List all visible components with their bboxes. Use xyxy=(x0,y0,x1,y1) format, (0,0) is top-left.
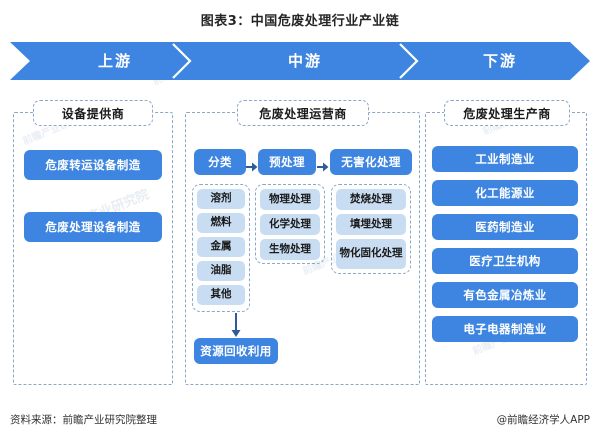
pretreatment-item[interactable]: 物理处理 xyxy=(260,189,320,210)
upstream-box-1[interactable]: 危废转运设备制造 xyxy=(24,150,162,180)
banner-arrow-shape xyxy=(10,42,590,80)
downstream-header: 危废处理生产商 xyxy=(444,100,570,126)
midstream-stage-pretreatment[interactable]: 预处理 xyxy=(258,149,316,175)
downstream-box-3[interactable]: 医药制造业 xyxy=(432,214,578,240)
upstream-box-2[interactable]: 危废处理设备制造 xyxy=(24,212,162,242)
classification-item[interactable]: 油脂 xyxy=(197,261,245,281)
recycle-arrow-icon xyxy=(230,313,242,338)
upstream-header: 设备提供商 xyxy=(33,100,153,126)
chain-banner: 上游 中游 下游 xyxy=(10,42,590,80)
downstream-box-2[interactable]: 化工能源业 xyxy=(432,180,578,206)
stage-arrow-2-icon xyxy=(317,157,329,172)
harmless-treatment-item[interactable]: 焚烧处理 xyxy=(336,189,406,210)
midstream-stage-classification[interactable]: 分类 xyxy=(194,149,246,175)
pretreatment-item[interactable]: 生物处理 xyxy=(260,239,320,260)
harmless-treatment-item[interactable]: 填埋处理 xyxy=(336,214,406,235)
classification-item[interactable]: 金属 xyxy=(197,237,245,257)
classification-item[interactable]: 溶剂 xyxy=(197,189,245,209)
downstream-box-6[interactable]: 电子电器制造业 xyxy=(432,316,578,342)
harmless-treatment-group xyxy=(331,184,411,274)
classification-item[interactable]: 其他 xyxy=(197,285,245,305)
midstream-header: 危废处理运营商 xyxy=(237,100,369,126)
pretreatment-group xyxy=(255,184,325,264)
downstream-box-1[interactable]: 工业制造业 xyxy=(432,146,578,172)
pretreatment-item[interactable]: 化学处理 xyxy=(260,214,320,235)
source-note: 资料来源：前瞻产业研究院整理 xyxy=(10,414,157,426)
downstream-box-5[interactable]: 有色金属冶炼业 xyxy=(432,282,578,308)
midstream-stage-harmless[interactable]: 无害化处理 xyxy=(330,149,412,175)
recycle-box[interactable]: 资源回收利用 xyxy=(194,338,278,364)
downstream-box-4[interactable]: 医疗卫生机构 xyxy=(432,248,578,274)
app-credit: @前瞻经济学人APP xyxy=(496,414,590,426)
harmless-treatment-item[interactable]: 物化固化处理 xyxy=(336,239,406,269)
page-title: 图表3：中国危废处理行业产业链 xyxy=(200,14,400,29)
classification-item[interactable]: 燃料 xyxy=(197,213,245,233)
classification-group xyxy=(192,184,250,312)
stage-arrow-1-icon xyxy=(246,157,258,172)
